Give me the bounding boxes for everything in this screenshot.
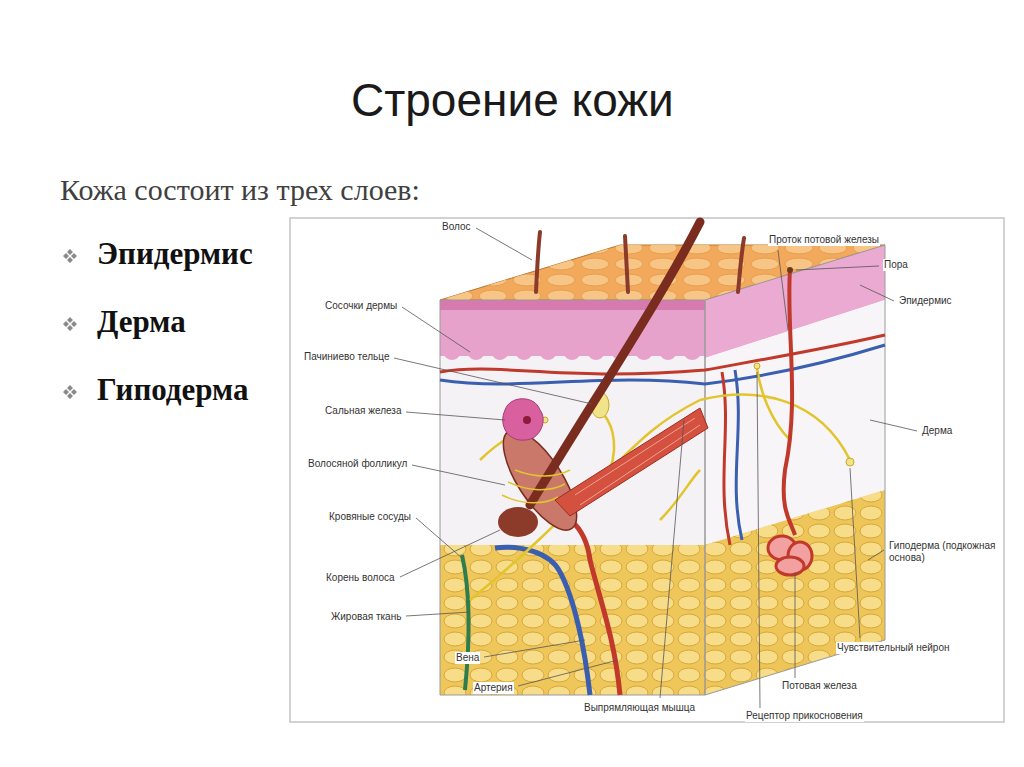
part-label: Кровяные сосуды xyxy=(328,511,412,523)
part-label: Проток потовой железы xyxy=(768,234,880,246)
part-label: Вена xyxy=(455,652,480,664)
part-label: Пора xyxy=(883,259,909,271)
part-label: Сосочки дермы xyxy=(324,300,398,312)
bullet-symbols xyxy=(63,249,77,399)
subtitle: Кожа состоит из трех слоев: xyxy=(60,173,420,207)
part-label: Потовая железа xyxy=(781,680,858,692)
part-label: Волосяной фолликул xyxy=(307,458,408,470)
layer-label: Дерма xyxy=(921,425,953,437)
picture-frame xyxy=(290,218,1004,722)
part-label: Корень волоса xyxy=(325,572,396,584)
part-label: Сальная железа xyxy=(324,405,402,417)
slide-title: Строение кожи xyxy=(351,73,674,127)
bullet-text: Дерма xyxy=(95,304,188,340)
part-label: Чувствительный нейрон xyxy=(836,642,950,654)
part-label: Волос xyxy=(441,221,472,233)
part-label: Рецептор прикосновения xyxy=(745,710,864,722)
bullet-text: Гиподерма xyxy=(95,372,251,408)
bullet-text: Эпидермис xyxy=(95,236,255,272)
leader-lines xyxy=(394,228,917,708)
layer-label: Гиподерма (подкожная основа) xyxy=(888,540,1002,564)
part-label: Жировая ткань xyxy=(330,611,402,623)
part-label: Выпрямляющая мышца xyxy=(583,702,696,714)
part-label: Пачиниево тельце xyxy=(303,351,390,363)
layer-label: Эпидермис xyxy=(898,295,953,307)
part-label: Артерия xyxy=(473,682,514,694)
